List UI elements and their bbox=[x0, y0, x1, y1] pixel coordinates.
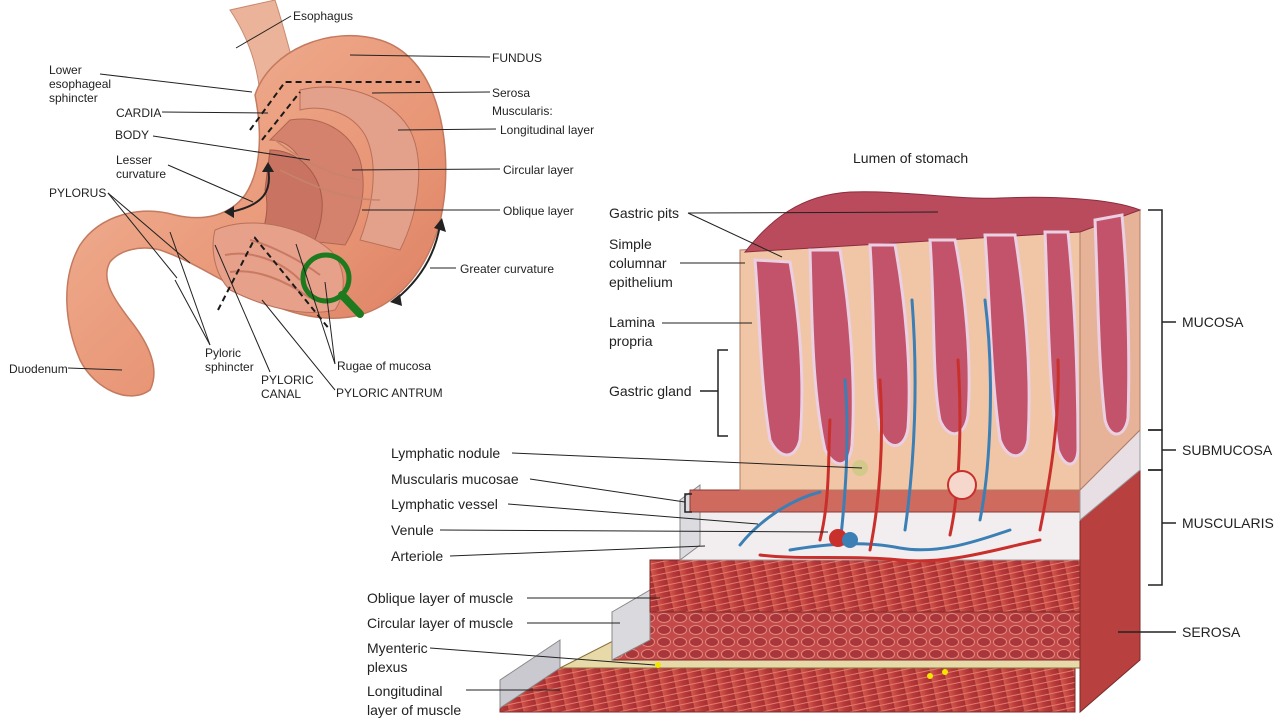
muscularis-mucosae-slab bbox=[690, 490, 1080, 512]
label-lower-esophageal-sphincter: Lower esophageal sphincter bbox=[49, 63, 111, 105]
label-submucosa: SUBMUCOSA bbox=[1182, 441, 1272, 460]
label-muscularis-layer: MUSCULARIS bbox=[1182, 514, 1274, 533]
longitudinal-muscle-slab bbox=[500, 668, 1075, 712]
label-body: BODY bbox=[115, 128, 149, 142]
label-myenteric-plexus: Myenteric plexus bbox=[367, 639, 428, 677]
label-pyloric-sphincter: Pyloric sphincter bbox=[205, 346, 254, 374]
circular-muscle-slab bbox=[612, 612, 1080, 660]
label-serosa: Serosa bbox=[492, 86, 530, 100]
label-rugae-of-mucosa: Rugae of mucosa bbox=[337, 359, 431, 373]
oblique-muscle-slab bbox=[650, 560, 1080, 612]
label-lesser-curvature: Lesser curvature bbox=[116, 153, 166, 181]
label-pyloric-antrum: PYLORIC ANTRUM bbox=[336, 386, 443, 400]
label-simple-columnar-epithelium: Simple columnar epithelium bbox=[609, 235, 673, 292]
label-circular-layer-of-muscle: Circular layer of muscle bbox=[367, 614, 513, 633]
label-oblique-layer: Oblique layer bbox=[503, 204, 574, 218]
label-fundus: FUNDUS bbox=[492, 51, 542, 65]
label-cardia: CARDIA bbox=[116, 106, 161, 120]
label-muscularis: Muscularis: bbox=[492, 104, 553, 118]
label-longitudinal-layer-of-muscle: Longitudinal layer of muscle bbox=[367, 682, 461, 720]
label-serosa-layer: SEROSA bbox=[1182, 623, 1240, 642]
label-gastric-gland: Gastric gland bbox=[609, 382, 691, 401]
label-esophagus: Esophagus bbox=[293, 9, 353, 23]
label-greater-curvature: Greater curvature bbox=[460, 262, 554, 276]
label-duodenum: Duodenum bbox=[9, 362, 68, 376]
label-circular-layer: Circular layer bbox=[503, 163, 574, 177]
label-mucosa: MUCOSA bbox=[1182, 313, 1243, 332]
label-gastric-pits: Gastric pits bbox=[609, 204, 679, 223]
label-pylorus: PYLORUS bbox=[49, 186, 106, 200]
label-arteriole: Arteriole bbox=[391, 547, 443, 566]
label-pyloric-canal: PYLORIC CANAL bbox=[261, 373, 314, 401]
label-oblique-layer-of-muscle: Oblique layer of muscle bbox=[367, 589, 513, 608]
label-lymphatic-vessel: Lymphatic vessel bbox=[391, 495, 498, 514]
label-muscularis-mucosae: Muscularis mucosae bbox=[391, 470, 519, 489]
label-lumen-of-stomach: Lumen of stomach bbox=[853, 149, 968, 168]
label-lymphatic-nodule: Lymphatic nodule bbox=[391, 444, 500, 463]
label-lamina-propria: Lamina propria bbox=[609, 313, 655, 351]
label-venule: Venule bbox=[391, 521, 434, 540]
label-longitudinal-layer: Longitudinal layer bbox=[500, 123, 594, 137]
